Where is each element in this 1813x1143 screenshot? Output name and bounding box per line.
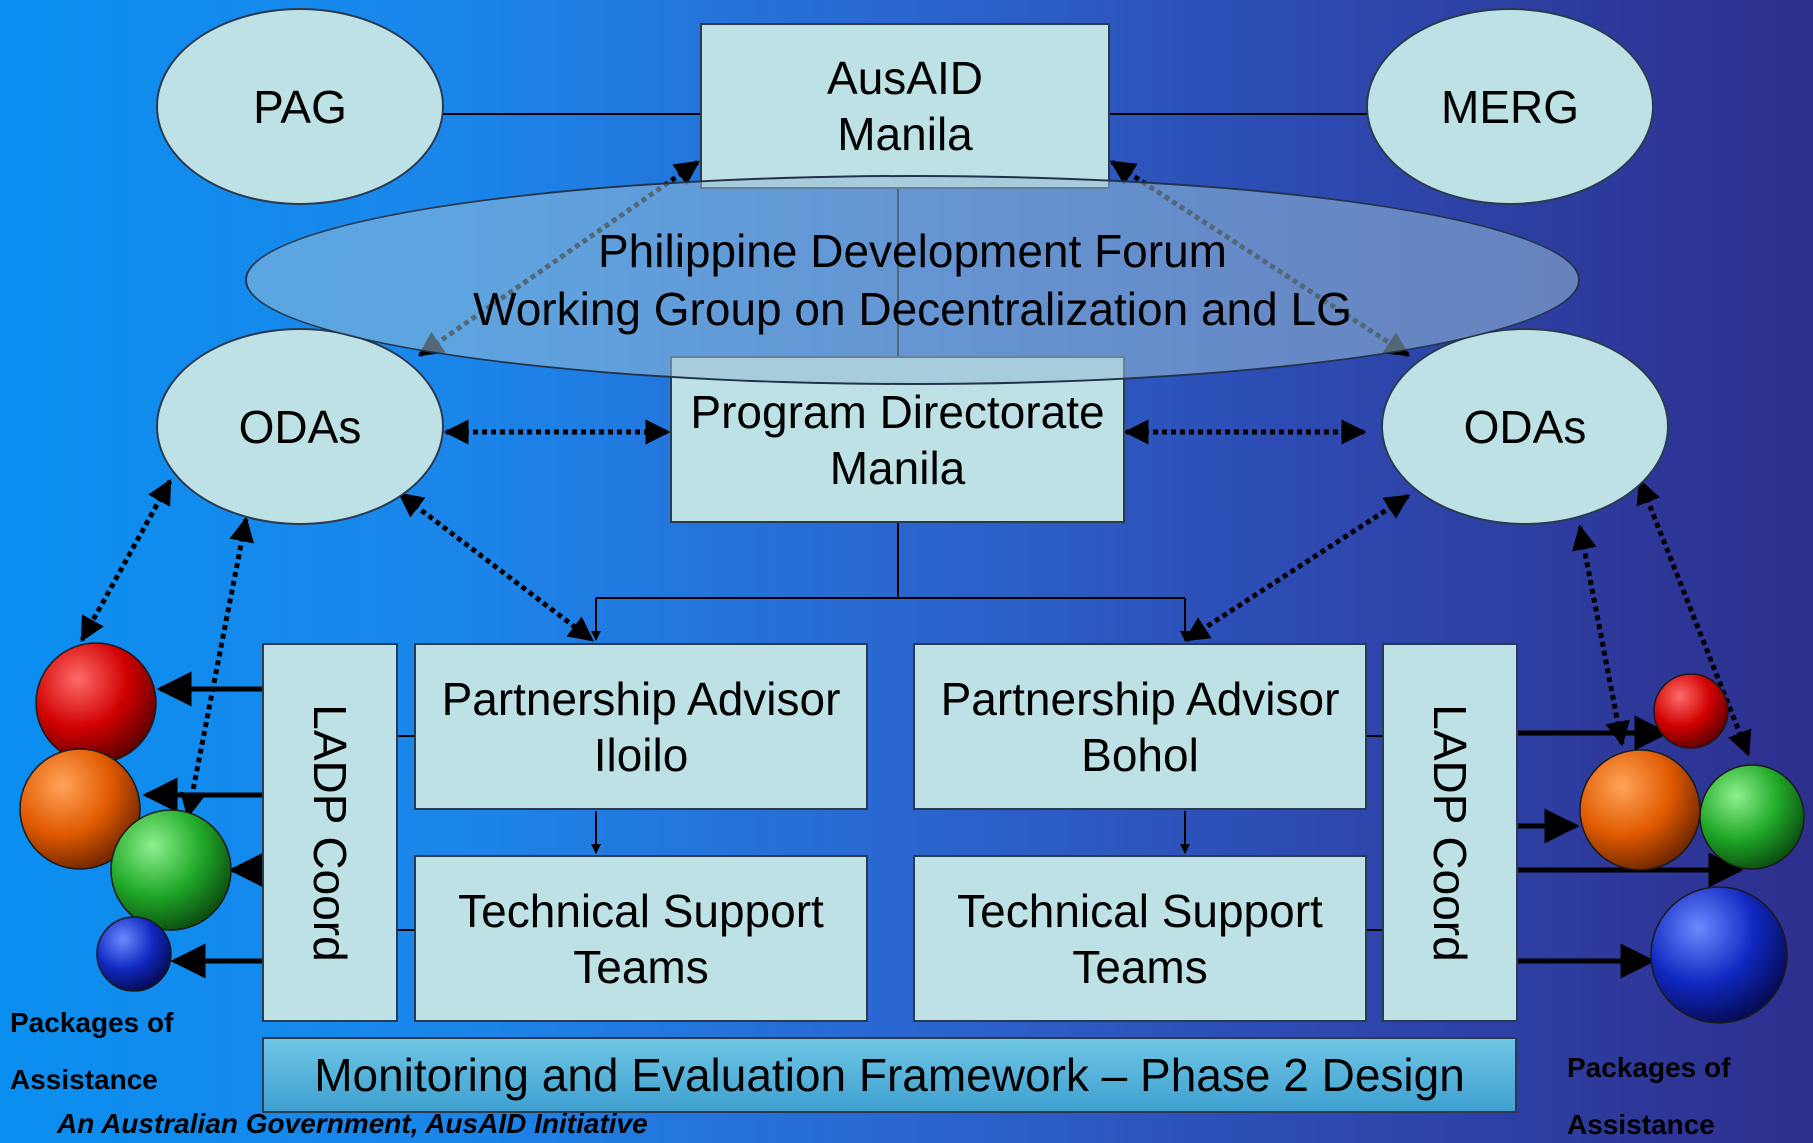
odas-left-node: ODAs [156, 328, 444, 525]
package-sphere-orange-right [1579, 749, 1701, 871]
development-forum-label: Philippine Development Forum Working Gro… [245, 222, 1580, 338]
tst-right-line-1: Technical Support [957, 884, 1323, 937]
ladp-coord-right-node: LADP Coord [1382, 643, 1518, 1022]
package-sphere-green-left [110, 809, 232, 931]
development-forum-ellipse [245, 175, 1580, 385]
ausaid-line-1: AusAID [827, 52, 983, 104]
packages-right-line-1: Packages of [1567, 1052, 1731, 1083]
package-sphere-green-right [1699, 764, 1805, 870]
dotted-odas-right-pa-bohol [1183, 493, 1411, 643]
odas-right-node: ODAs [1381, 328, 1669, 525]
packages-left-label: Packages of Assistance [10, 994, 173, 1108]
pa-bohol-line-1: Partnership Advisor [940, 672, 1340, 725]
package-sphere-blue-left [96, 916, 172, 992]
technical-support-right-node: Technical Support Teams [913, 855, 1367, 1022]
packages-right-label: Packages of Assistance [1567, 1039, 1730, 1143]
pa-iloilo-line-2: Iloilo [593, 728, 689, 781]
odas-left-label: ODAs [238, 400, 362, 453]
dotted-odas-left-pa-iloilo [398, 492, 594, 642]
package-sphere-blue-right [1650, 886, 1788, 1024]
footer-credit: An Australian Government, AusAID Initiat… [57, 1108, 648, 1139]
packages-left [19, 642, 232, 992]
packages-left-line-1: Packages of [10, 1007, 174, 1038]
pa-iloilo-line-1: Partnership Advisor [441, 672, 841, 725]
packages-right [1579, 673, 1805, 1024]
dotted-odas-right-packages-2 [1636, 478, 1752, 757]
package-sphere-red-right [1653, 673, 1729, 749]
dotted-odas-right-packages-1 [1572, 524, 1630, 747]
dotted-odas-left-packages-1 [79, 478, 173, 643]
pag-label: PAG [253, 80, 347, 133]
pa-bohol-line-2: Bohol [1081, 728, 1199, 781]
merg-node: MERG [1366, 8, 1654, 205]
merg-label: MERG [1441, 80, 1579, 133]
tst-left-line-1: Technical Support [458, 884, 824, 937]
forum-line-2: Working Group on Decentralization and LG [473, 283, 1352, 335]
packages-left-line-2: Assistance [10, 1064, 158, 1095]
ladp-arrows [142, 671, 1744, 979]
ladp-coord-left-label: LADP Coord [304, 703, 356, 962]
tst-right-line-2: Teams [1072, 940, 1208, 993]
dotted-odas-left-packages-2 [180, 516, 254, 819]
package-sphere-orange-left [19, 748, 141, 870]
directorate-line-2: Manila [829, 441, 966, 494]
packages-right-line-2: Assistance [1567, 1109, 1715, 1140]
ladp-coord-left-node: LADP Coord [262, 643, 398, 1022]
ausaid-manila-node: AusAID Manila [700, 23, 1110, 189]
odas-right-label: ODAs [1463, 400, 1587, 453]
mef-title: Monitoring and Evaluation Framework – Ph… [314, 1049, 1465, 1101]
pag-node: PAG [156, 8, 444, 205]
partnership-advisor-iloilo-node: Partnership Advisor Iloilo [414, 643, 868, 810]
ladp-coord-right-label: LADP Coord [1424, 703, 1476, 962]
mef-title-banner: Monitoring and Evaluation Framework – Ph… [262, 1037, 1517, 1113]
package-sphere-red-left [35, 642, 157, 764]
forum-line-1: Philippine Development Forum [598, 225, 1227, 277]
partnership-advisor-bohol-node: Partnership Advisor Bohol [913, 643, 1367, 810]
tst-left-line-2: Teams [573, 940, 709, 993]
directorate-line-1: Program Directorate [690, 385, 1105, 438]
technical-support-left-node: Technical Support Teams [414, 855, 868, 1022]
ausaid-line-2: Manila [837, 108, 973, 160]
